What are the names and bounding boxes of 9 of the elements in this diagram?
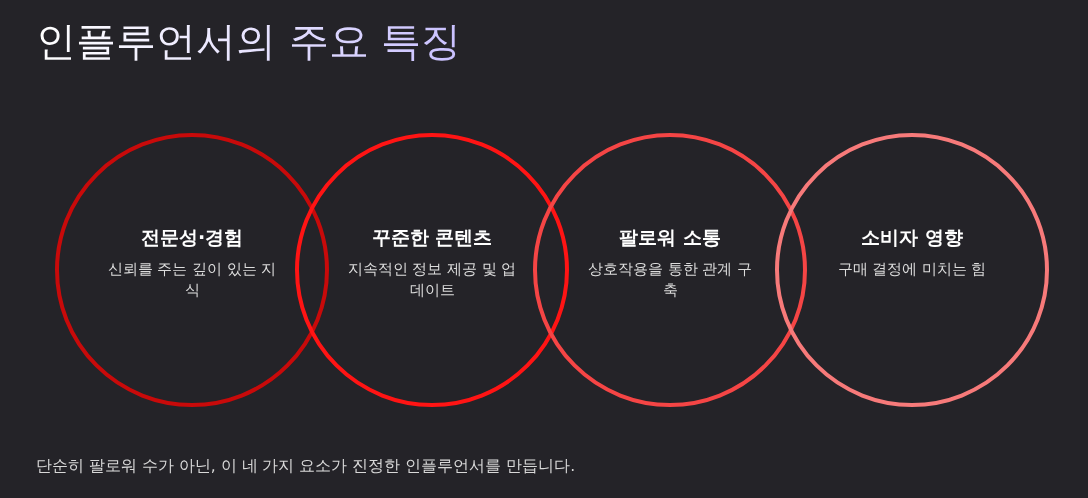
- node-heading: 꾸준한 콘텐츠: [370, 225, 494, 250]
- node-heading: 팔로워 소통: [618, 225, 722, 250]
- caption: 단순히 팔로워 수가 아닌, 이 네 가지 요소가 진정한 인플루언서를 만듭니다.: [36, 456, 576, 477]
- node-description: 신뢰를 주는 깊이 있는 지식: [107, 260, 277, 300]
- node-heading: 소비자 영향: [860, 225, 964, 250]
- node-description: 상호작용을 통한 관계 구축: [587, 260, 753, 300]
- node-description: 지속적인 정보 제공 및 업데이트: [347, 260, 517, 300]
- node-description: 구매 결정에 미치는 힘: [836, 260, 988, 279]
- node-heading: 전문성·경험: [139, 225, 245, 250]
